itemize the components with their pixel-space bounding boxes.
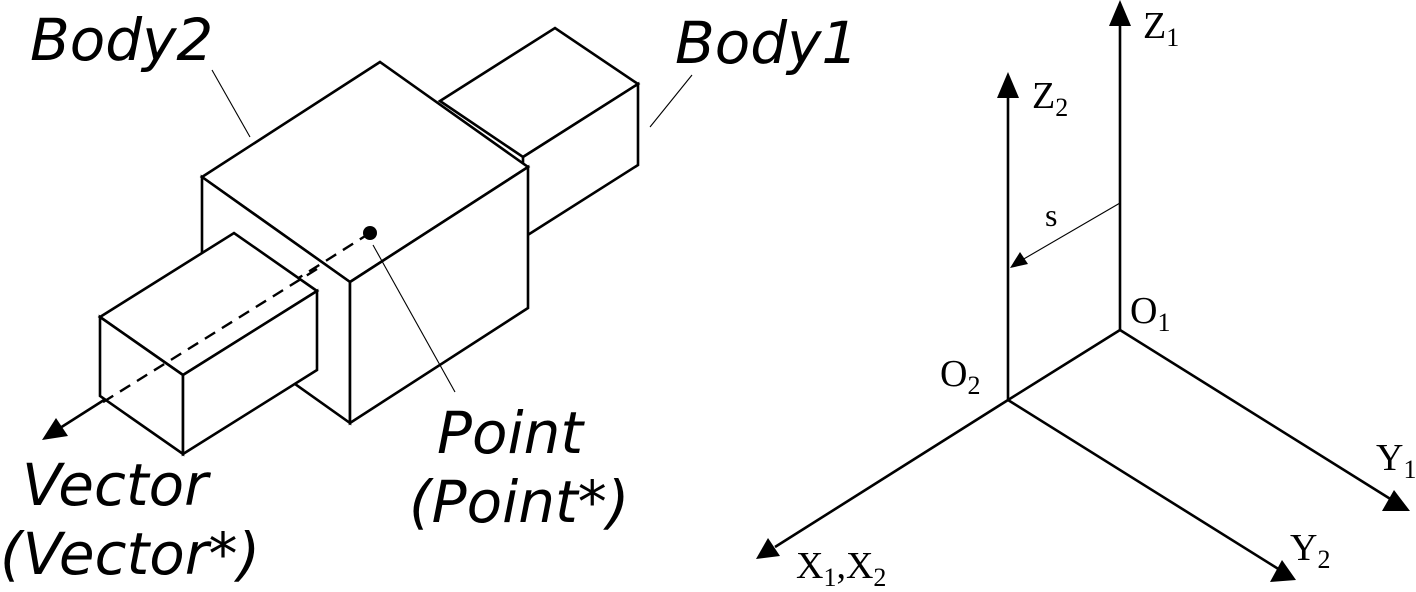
z2-arrowhead — [997, 72, 1019, 98]
o2-label: O2 — [940, 353, 980, 400]
point-leader — [372, 244, 456, 393]
body1-front-rod — [97, 231, 320, 457]
body1-rear-rod — [437, 26, 641, 241]
y1-axis — [1119, 328, 1393, 502]
x1-x2-label: X1,X2 — [796, 545, 886, 592]
y1-arrowhead — [1382, 490, 1410, 511]
x-arrowhead — [756, 538, 780, 559]
offset-s-line — [1021, 202, 1121, 261]
body2-label: Body2 — [30, 6, 213, 74]
x-axis — [774, 398, 1009, 549]
vector-alt-label: (Vector*) — [0, 520, 260, 588]
y2-axis — [1007, 398, 1281, 572]
vector-line — [59, 398, 105, 430]
hidden-axis-front-segment — [99, 267, 318, 406]
z1-arrowhead — [1109, 0, 1131, 26]
point-alt-label: (Point*) — [409, 468, 629, 536]
point-marker — [363, 226, 377, 240]
y2-arrowhead — [1270, 560, 1296, 582]
body2-leader — [211, 69, 251, 138]
body1-leader — [649, 74, 693, 128]
o2-o1-link — [1007, 328, 1121, 402]
body1-label: Body1 — [675, 9, 858, 77]
vector-arrowhead — [42, 418, 68, 440]
offset-s-arrowhead — [1010, 252, 1028, 268]
z2-label: Z2 — [1032, 75, 1068, 122]
offset-s-label: s — [1045, 197, 1057, 233]
body-assembly — [42, 26, 693, 457]
vector-label: Vector — [22, 451, 211, 519]
o1-label: O1 — [1130, 290, 1170, 337]
point-label: Point — [437, 399, 585, 467]
y2-label: Y2 — [1290, 527, 1330, 574]
coordinate-frames — [756, 0, 1410, 582]
z1-label: Z1 — [1143, 5, 1179, 52]
y1-label: Y1 — [1376, 437, 1416, 484]
